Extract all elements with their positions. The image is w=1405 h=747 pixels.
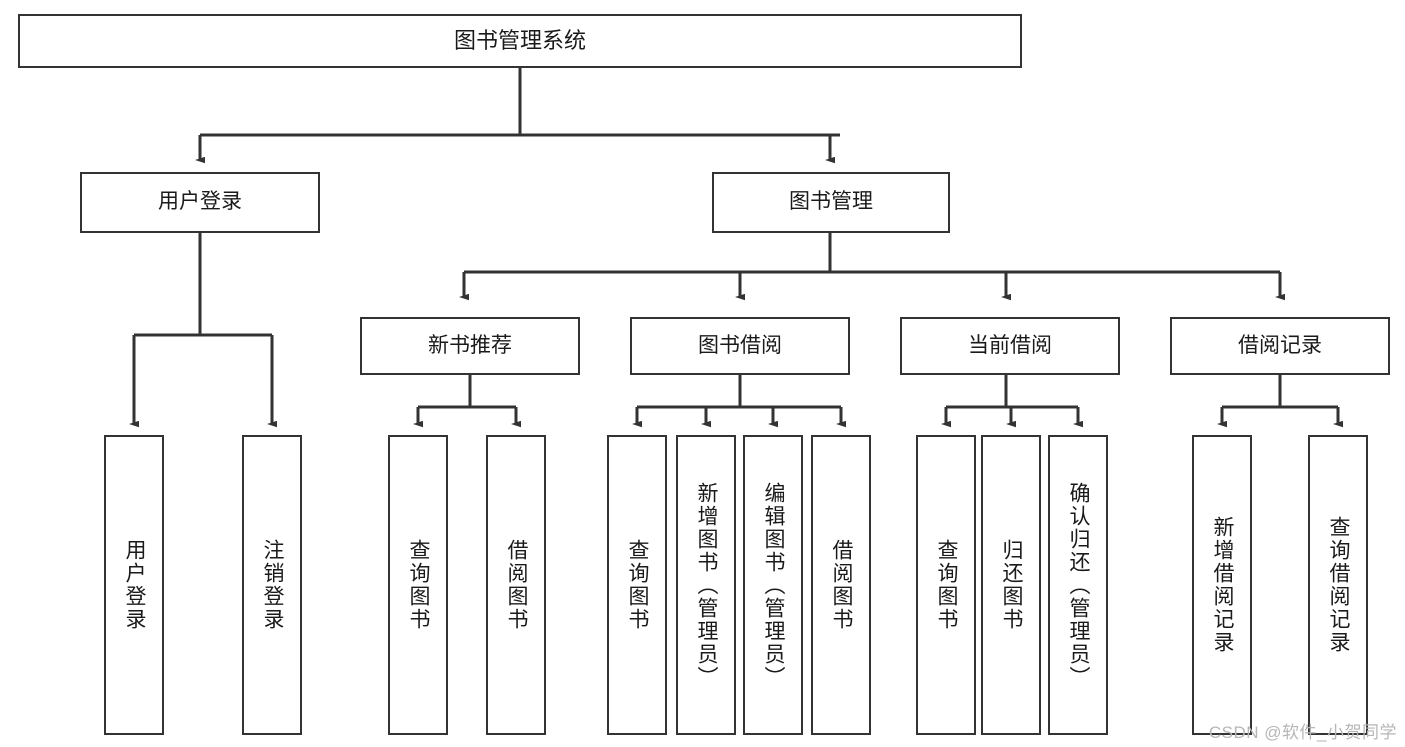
node-current-borrow[interactable]: 当前借阅 bbox=[900, 317, 1120, 375]
leaf-book-borrow-edit[interactable]: 编辑图书（管理员） bbox=[743, 435, 803, 735]
node-label: 借阅记录 bbox=[1238, 333, 1322, 357]
leaf-user-login-login[interactable]: 用户登录 bbox=[104, 435, 164, 735]
node-label: 查询图书 bbox=[935, 539, 959, 631]
leaf-book-borrow-borrow[interactable]: 借阅图书 bbox=[811, 435, 871, 735]
node-label: 查询图书 bbox=[626, 539, 650, 631]
node-label: 查询图书 bbox=[407, 539, 431, 631]
node-label: 用户登录 bbox=[158, 190, 242, 214]
node-root-book-management-system[interactable]: 图书管理系统 bbox=[18, 14, 1022, 68]
node-label: 归还图书 bbox=[1000, 539, 1024, 631]
leaf-borrow-record-query[interactable]: 查询借阅记录 bbox=[1308, 435, 1368, 735]
node-label: 查询借阅记录 bbox=[1327, 516, 1351, 654]
node-book-borrow[interactable]: 图书借阅 bbox=[630, 317, 850, 375]
leaf-user-login-logout[interactable]: 注销登录 bbox=[242, 435, 302, 735]
node-label: 图书借阅 bbox=[698, 333, 782, 357]
node-label: 编辑图书（管理员） bbox=[762, 481, 786, 689]
leaf-book-borrow-add[interactable]: 新增图书（管理员） bbox=[676, 435, 736, 735]
node-label: 当前借阅 bbox=[968, 333, 1052, 357]
leaf-current-borrow-return[interactable]: 归还图书 bbox=[981, 435, 1041, 735]
csdn-watermark: CSDN @软件_小贺同学 bbox=[1208, 723, 1397, 742]
leaf-new-book-borrow[interactable]: 借阅图书 bbox=[486, 435, 546, 735]
node-label: 用户登录 bbox=[123, 539, 147, 631]
node-book-management[interactable]: 图书管理 bbox=[712, 172, 950, 233]
node-label: 确认归还（管理员） bbox=[1067, 481, 1091, 689]
leaf-current-borrow-query[interactable]: 查询图书 bbox=[916, 435, 976, 735]
node-label: 新增图书（管理员） bbox=[695, 481, 719, 689]
node-user-login[interactable]: 用户登录 bbox=[80, 172, 320, 233]
leaf-new-book-query[interactable]: 查询图书 bbox=[388, 435, 448, 735]
node-label: 图书管理系统 bbox=[453, 27, 586, 53]
node-borrow-record[interactable]: 借阅记录 bbox=[1170, 317, 1390, 375]
node-label: 新书推荐 bbox=[428, 333, 512, 357]
node-label: 图书管理 bbox=[789, 190, 873, 214]
leaf-borrow-record-add[interactable]: 新增借阅记录 bbox=[1192, 435, 1252, 735]
node-new-book-recommend[interactable]: 新书推荐 bbox=[360, 317, 580, 375]
node-label: 新增借阅记录 bbox=[1211, 516, 1235, 654]
node-label: 注销登录 bbox=[261, 539, 285, 631]
leaf-book-borrow-query[interactable]: 查询图书 bbox=[607, 435, 667, 735]
node-label: 借阅图书 bbox=[505, 539, 529, 631]
leaf-current-borrow-confirm-return[interactable]: 确认归还（管理员） bbox=[1048, 435, 1108, 735]
node-label: 借阅图书 bbox=[830, 539, 854, 631]
